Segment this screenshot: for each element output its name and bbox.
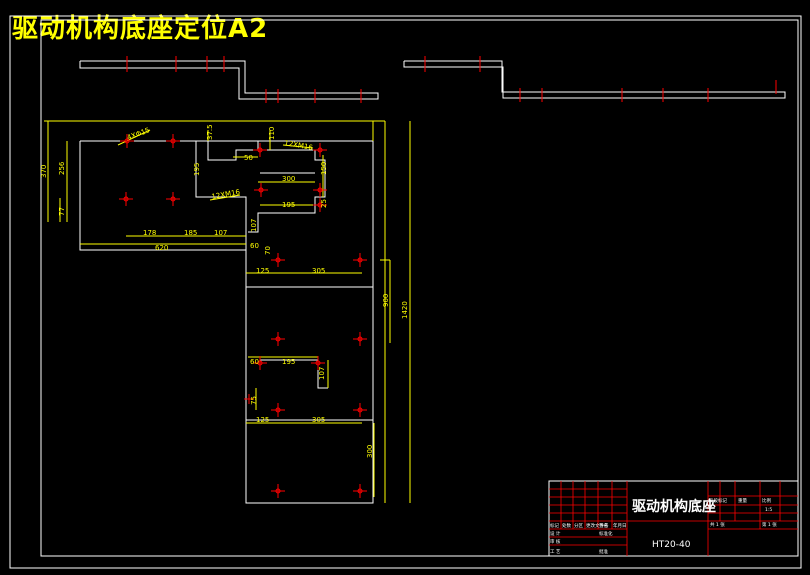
dim-25: 25	[320, 199, 328, 208]
dim-370: 370	[40, 165, 48, 178]
profile-strip-left-marks	[126, 56, 362, 103]
dim-195-a: 195	[193, 163, 201, 176]
hole-mark	[353, 332, 367, 346]
dim-305-b: 305	[312, 416, 325, 424]
hole-mark	[253, 143, 267, 157]
tb-header-1: 标记	[550, 522, 559, 529]
dim-4xd15: 4XΦ15	[126, 126, 151, 142]
tb-stage: 阶段标记	[709, 497, 727, 504]
title-block: 标记 处数 分区 更改文件号 签名 年月日 设 计 审 核 工 艺 标准化 批准…	[548, 480, 799, 557]
tb-sheet-total: 共 1 张	[710, 521, 725, 528]
tb-approve: 批准	[599, 548, 608, 555]
profile-strip-left	[79, 60, 379, 100]
hole-mark	[166, 192, 180, 206]
hole-mark	[244, 394, 254, 404]
dim-195-c: 195	[282, 358, 295, 366]
outer-frame	[9, 15, 802, 569]
hole-mark	[253, 356, 267, 370]
hole-mark	[119, 192, 133, 206]
dim-107-b: 107	[250, 219, 258, 232]
dim-125-a: 125	[256, 267, 269, 275]
hole-mark	[271, 484, 285, 498]
dim-110: 110	[268, 127, 276, 140]
dim-1420: 1420	[401, 301, 409, 319]
tb-sheet-num: 第 1 张	[762, 521, 777, 528]
tb-header-2: 处数	[562, 522, 571, 529]
dim-178: 178	[143, 229, 156, 237]
hole-mark	[313, 183, 327, 197]
tb-header-4: 更改文件号	[586, 522, 609, 529]
hole-mark	[353, 253, 367, 267]
tb-header-3: 分区	[574, 522, 583, 529]
tb-header-6: 年月日	[613, 522, 627, 529]
dim-107-a: 107	[214, 229, 227, 237]
dimension-lines	[44, 120, 411, 503]
dim-107-c: 107	[318, 367, 326, 380]
tb-row-check: 审 核	[550, 538, 561, 545]
tb-weight: 重量	[738, 497, 747, 504]
hole-centers	[119, 134, 367, 498]
dim-900: 900	[382, 294, 390, 307]
dim-256: 256	[58, 161, 66, 175]
dim-300: 300	[282, 175, 295, 183]
hole-mark	[353, 484, 367, 498]
hole-mark	[353, 403, 367, 417]
dim-77: 77	[58, 207, 66, 216]
tb-scale: 1:5	[765, 507, 772, 513]
inner-frame	[40, 19, 799, 557]
dim-50: 50	[244, 154, 253, 162]
dim-305-a: 305	[312, 267, 325, 275]
hole-mark	[271, 253, 285, 267]
dimension-texts: 370 256 77 4XΦ15 37.5 110 12XM16 50 195 …	[40, 124, 409, 458]
tb-material: HT20-40	[652, 540, 691, 550]
hole-mark	[313, 198, 327, 212]
tb-scale-label: 比例	[762, 497, 771, 504]
tb-row-process: 工 艺	[550, 549, 561, 555]
dim-70: 70	[264, 246, 272, 255]
tb-std: 标准化	[599, 530, 613, 537]
dim-620: 620	[155, 244, 168, 252]
dim-150: 150	[320, 162, 328, 175]
tb-part-name: 驱动机构底座	[632, 498, 716, 515]
hole-mark	[120, 134, 134, 148]
dim-185-a: 185	[184, 229, 197, 237]
dim-75: 75	[250, 396, 258, 405]
dim-60-b: 60	[250, 358, 259, 366]
dim-37-5: 37.5	[206, 124, 214, 140]
hole-mark	[311, 356, 325, 370]
dim-60-a: 60	[250, 242, 259, 250]
hole-mark	[271, 403, 285, 417]
dim-12xm16-mid: 12XM16	[211, 188, 241, 201]
hole-mark	[166, 134, 180, 148]
hole-mark	[271, 332, 285, 346]
hole-mark	[254, 183, 268, 197]
hole-mark	[313, 143, 327, 157]
dim-195-b: 195	[282, 201, 295, 209]
tb-row-design: 设 计	[550, 530, 561, 537]
profile-strip-right-marks	[424, 56, 777, 102]
dim-300-b: 300	[366, 445, 374, 458]
dim-125-b: 125	[256, 416, 269, 424]
drawing-title: 驱动机构底座定位A2	[12, 14, 269, 44]
profile-strip-right	[403, 60, 786, 99]
tb-header-5: 签名	[599, 522, 608, 529]
